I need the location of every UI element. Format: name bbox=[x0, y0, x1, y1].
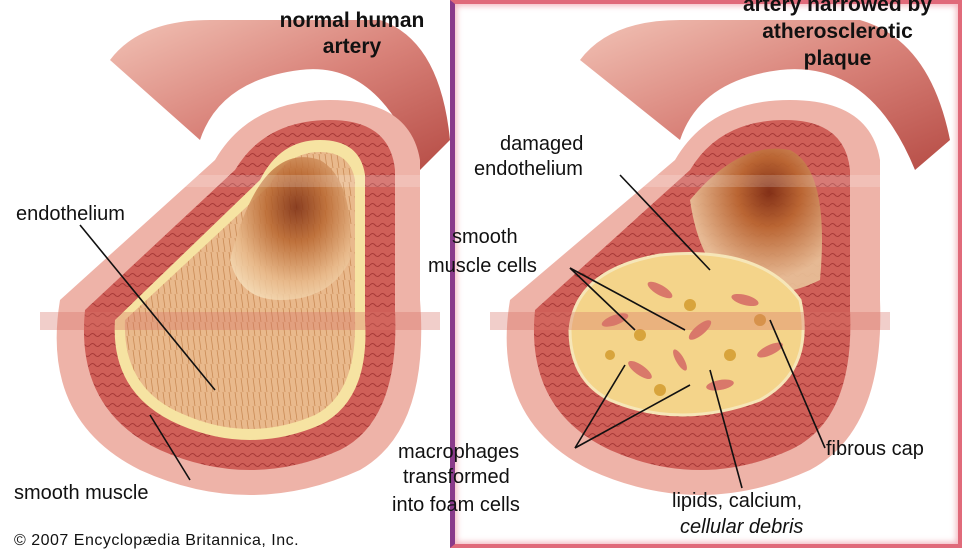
label-smooth-muscle: smooth muscle bbox=[14, 482, 149, 505]
label-damaged-endothelium: endothelium bbox=[474, 158, 583, 181]
label-transformed: transformed bbox=[403, 466, 510, 489]
normal-artery bbox=[40, 20, 450, 495]
right-title-line2: atherosclerotic bbox=[715, 19, 960, 44]
label-fibrous-cap: fibrous cap bbox=[826, 438, 924, 461]
label-macrophages: macrophages bbox=[398, 441, 519, 464]
left-title-line2: artery bbox=[262, 34, 442, 59]
right-title-line3: plaque bbox=[715, 46, 960, 71]
copyright-text: © 2007 Encyclopædia Britannica, Inc. bbox=[14, 532, 299, 550]
label-lipids: lipids, calcium, bbox=[672, 490, 802, 513]
label-muscle-cells: muscle cells bbox=[428, 255, 537, 278]
label-smooth: smooth bbox=[452, 226, 518, 249]
label-foam-cells: into foam cells bbox=[392, 494, 520, 517]
label-endothelium: endothelium bbox=[16, 203, 125, 226]
label-cellular-debris: cellular debris bbox=[680, 516, 803, 539]
label-damaged: damaged bbox=[500, 133, 583, 156]
right-title-line1: artery narrowed by bbox=[715, 0, 960, 17]
left-title-line1: normal human bbox=[262, 8, 442, 33]
